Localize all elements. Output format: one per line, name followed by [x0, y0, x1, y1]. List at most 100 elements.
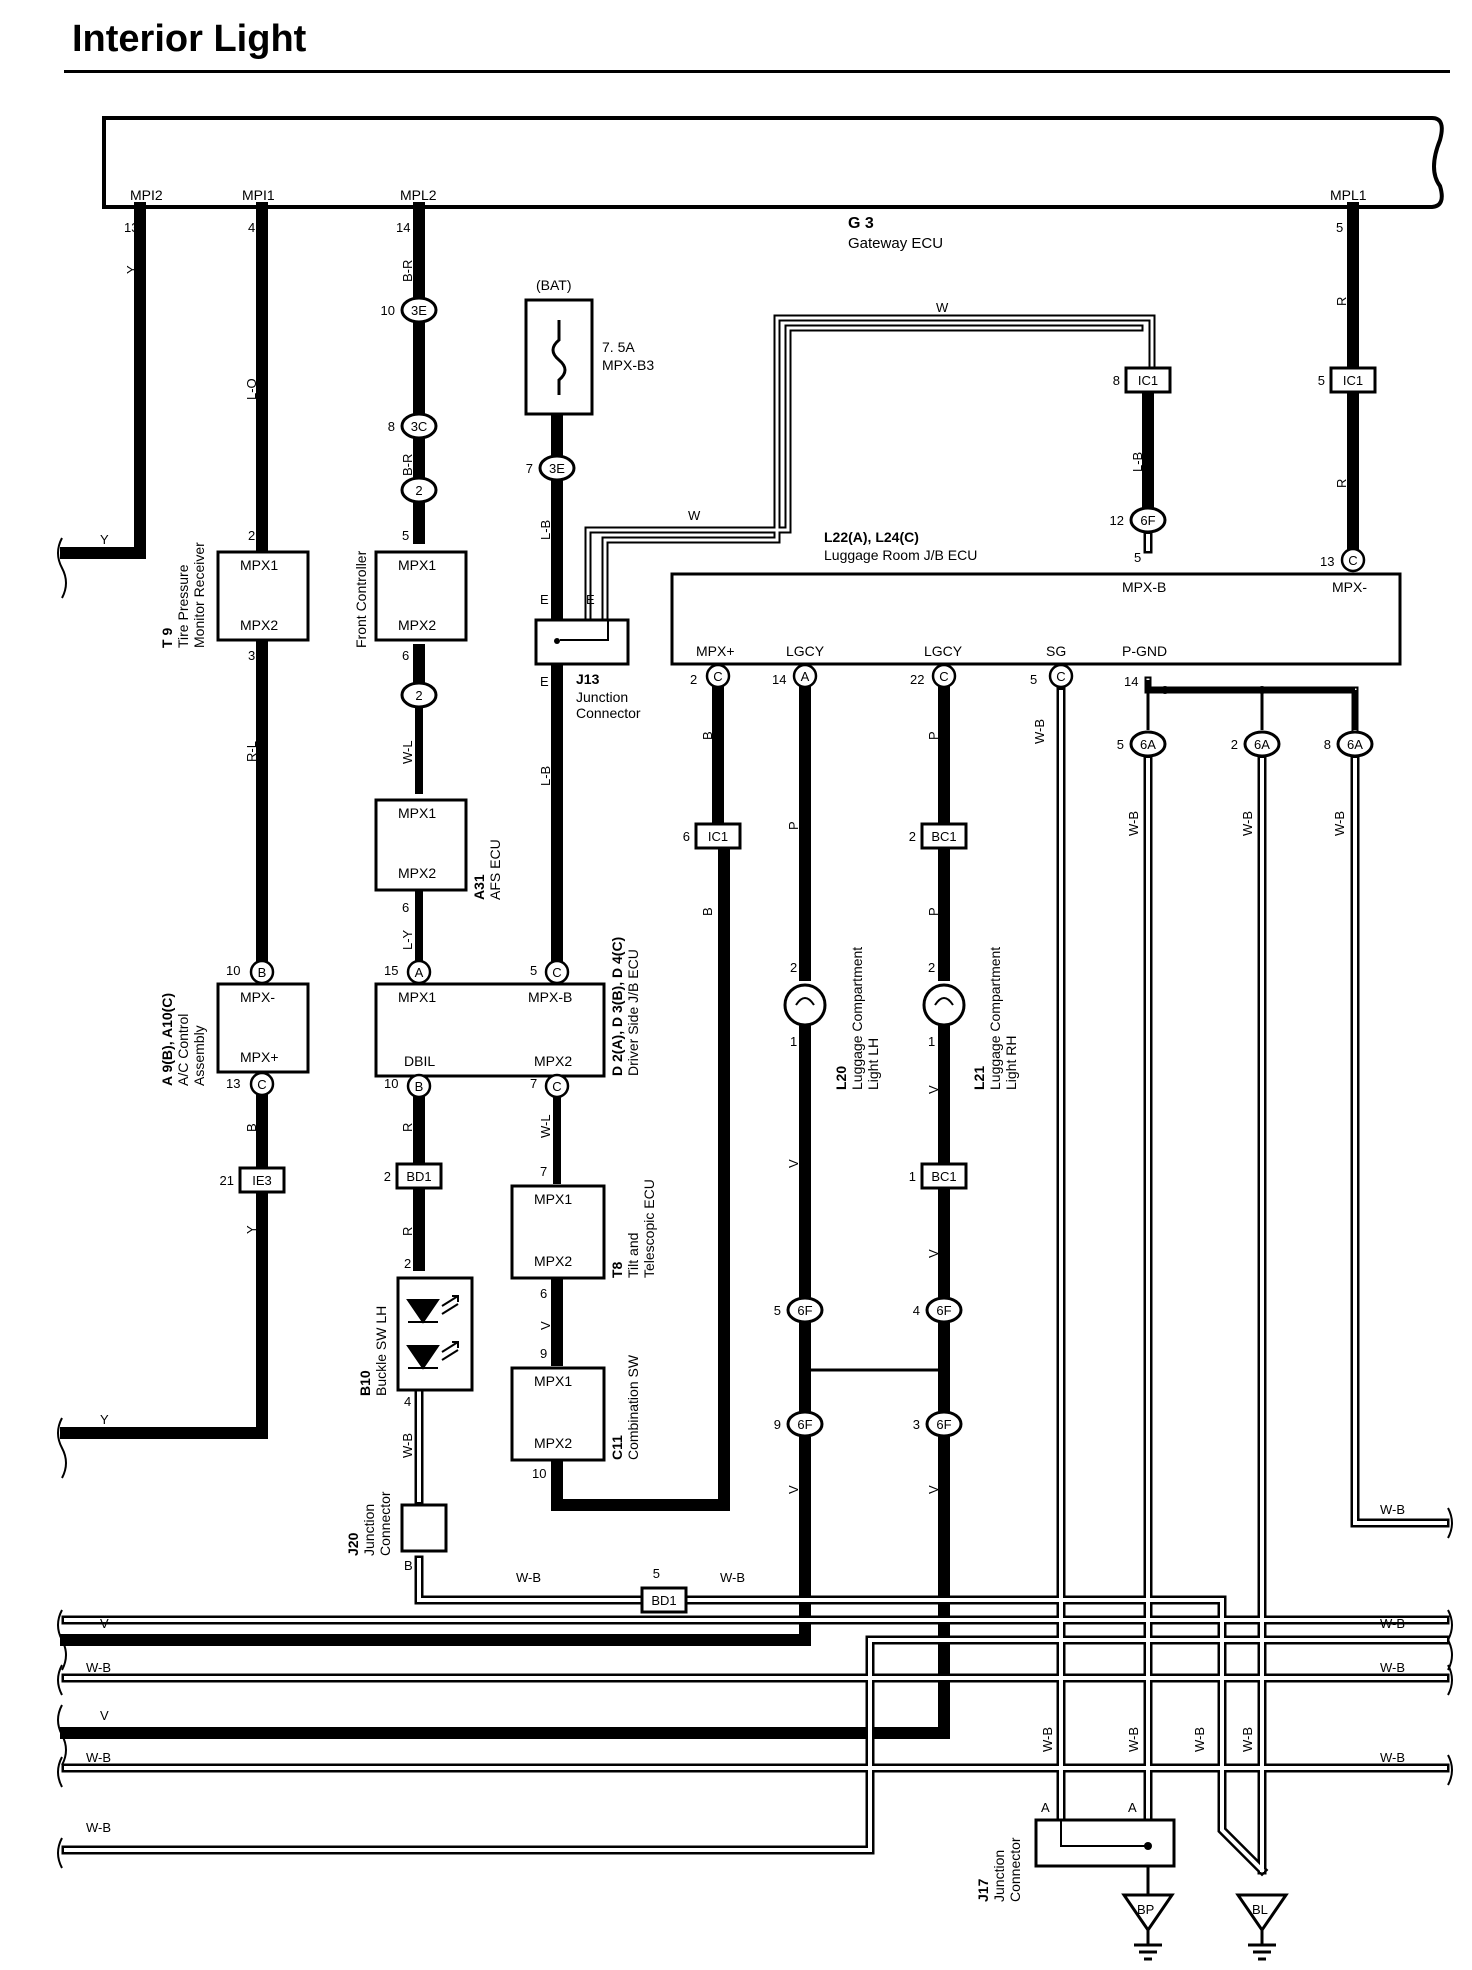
pin-connector — [406, 1073, 432, 1099]
c11-p2: MPX2 — [534, 1435, 572, 1451]
a31-p2: MPX2 — [398, 865, 436, 881]
l22-p-lgcy2: LGCY — [924, 643, 963, 659]
wire-wb: W-B — [720, 1570, 745, 1585]
d2-code: D 2(A), D 3(B), D 4(C) — [609, 937, 625, 1076]
d2-p2: MPX-B — [528, 989, 572, 1005]
ground-bp: BP — [1137, 1902, 1154, 1917]
a9-pin-bot: 13 — [226, 1076, 240, 1091]
ground-icon — [1235, 1893, 1289, 1961]
l20-name1: Luggage Compartment — [849, 947, 865, 1090]
connector-ic1_w — [1124, 366, 1172, 394]
wire-wb: W-B — [1126, 1727, 1141, 1752]
l21-name1: Luggage Compartment — [987, 947, 1003, 1090]
t9-p2: MPX2 — [240, 617, 278, 633]
l22-p-lgcy1: LGCY — [786, 643, 825, 659]
wire-wb: W-B — [1332, 811, 1347, 836]
wire-r: R — [1334, 479, 1349, 488]
t8-code: T8 — [609, 1261, 625, 1278]
pin-connector-letter: B — [415, 1079, 424, 1094]
lamp-icon — [783, 983, 827, 1027]
gateway-pin-mpi2: MPI2 — [130, 187, 163, 203]
connector-pin: 6 — [683, 829, 690, 844]
l22-p-mpxm: MPX- — [1332, 579, 1367, 595]
wire-v: V — [926, 1485, 941, 1494]
wire-y: Y — [100, 1412, 109, 1427]
d2-name: Driver Side J/B ECU — [625, 949, 641, 1076]
l20-name2: Light LH — [865, 1038, 881, 1090]
fuse-source: (BAT) — [536, 277, 572, 293]
j17-code: J17 — [975, 1878, 991, 1902]
fc-pin-top: 5 — [402, 528, 409, 543]
wire-v: V — [786, 1159, 801, 1168]
d2-pin-b: 5 — [530, 963, 537, 978]
l22-pin-lgcy1: 14 — [772, 672, 786, 687]
wire-wb: W-B — [1380, 1660, 1405, 1675]
t9-pin-top: 2 — [248, 528, 255, 543]
connector-code: IE3 — [252, 1173, 272, 1188]
d2-p3: DBIL — [404, 1053, 435, 1069]
t9-p1: MPX1 — [240, 557, 278, 573]
connector-code: 6F — [936, 1417, 951, 1432]
pin-connector — [1048, 663, 1074, 689]
j17-name1: Junction — [991, 1850, 1007, 1902]
d2-pin-a: 15 — [384, 963, 398, 978]
gateway-pin-num-14: 14 — [396, 220, 410, 235]
gateway-ecu: MPI2 MPI1 MPL2 MPL1 G 3 Gateway ECU 13 4… — [102, 116, 1444, 252]
pin-connector-letter: C — [1348, 553, 1357, 568]
lamp-icon — [922, 983, 966, 1027]
a31-code: A31 — [471, 874, 487, 900]
wire-wb: W-B — [1380, 1750, 1405, 1765]
fc-name: Front Controller — [353, 550, 369, 648]
connector-code: 2 — [415, 483, 422, 498]
t9-code: T 9 — [159, 628, 175, 648]
l22-p-sg: SG — [1046, 643, 1066, 659]
connector-c3E_fuse — [538, 454, 576, 482]
gateway-pin-num-4: 4 — [248, 220, 255, 235]
wire-wb: W-B — [1192, 1727, 1207, 1752]
connector-c2_b — [400, 681, 438, 709]
wire-wl: W-L — [538, 1114, 553, 1138]
pin-connector — [705, 663, 731, 689]
j20-name2: Connector — [377, 1491, 393, 1556]
wire-v: V — [100, 1616, 109, 1631]
wire-b: B — [244, 1123, 259, 1132]
t8-p2: MPX2 — [534, 1253, 572, 1269]
t8-p1: MPX1 — [534, 1191, 572, 1207]
connector-bd1_bot — [640, 1586, 688, 1614]
wire-ly: L-Y — [400, 929, 415, 950]
connector-bc1_bot — [920, 1162, 968, 1190]
wire-wb: W-B — [86, 1660, 111, 1675]
connector-code: 6A — [1254, 737, 1270, 752]
led-icon — [406, 1295, 459, 1370]
connector-code: 2 — [415, 688, 422, 703]
connector-pin: 5 — [653, 1566, 660, 1581]
connector-code: BD1 — [651, 1593, 676, 1608]
connector-pin: 1 — [909, 1169, 916, 1184]
c11-code: C11 — [609, 1435, 625, 1460]
a9-name2: Assembly — [191, 1025, 207, 1086]
wire-v: V — [926, 1249, 941, 1258]
l22-p-pgnd: P-GND — [1122, 643, 1167, 659]
wire-wb: W-B — [1240, 1727, 1255, 1752]
connector-code: BC1 — [931, 829, 956, 844]
wire-wl: W-L — [400, 740, 415, 764]
wire-br: B-R — [400, 260, 415, 282]
fc-p2: MPX2 — [398, 617, 436, 633]
connector-ie3 — [238, 1166, 286, 1194]
connector-pin: 3 — [913, 1417, 920, 1432]
connector-code: IC1 — [708, 829, 728, 844]
l20-code: L20 — [833, 1066, 849, 1090]
ground-icon — [1121, 1866, 1175, 1961]
connector-c6f_5 — [786, 1296, 824, 1324]
j13-pin-2: E — [586, 592, 595, 607]
connector-pin: 8 — [1324, 737, 1331, 752]
fuse-icon — [551, 320, 567, 395]
connector-c6a_2 — [1243, 730, 1281, 758]
fuse-rating: 7. 5A — [602, 339, 635, 355]
d2-p1: MPX1 — [398, 989, 436, 1005]
connector-code: 6F — [797, 1417, 812, 1432]
pin-connector — [249, 959, 275, 985]
t8-pin-top: 7 — [540, 1164, 547, 1179]
wire-v: V — [786, 1485, 801, 1494]
b10-name: Buckle SW LH — [373, 1306, 389, 1396]
